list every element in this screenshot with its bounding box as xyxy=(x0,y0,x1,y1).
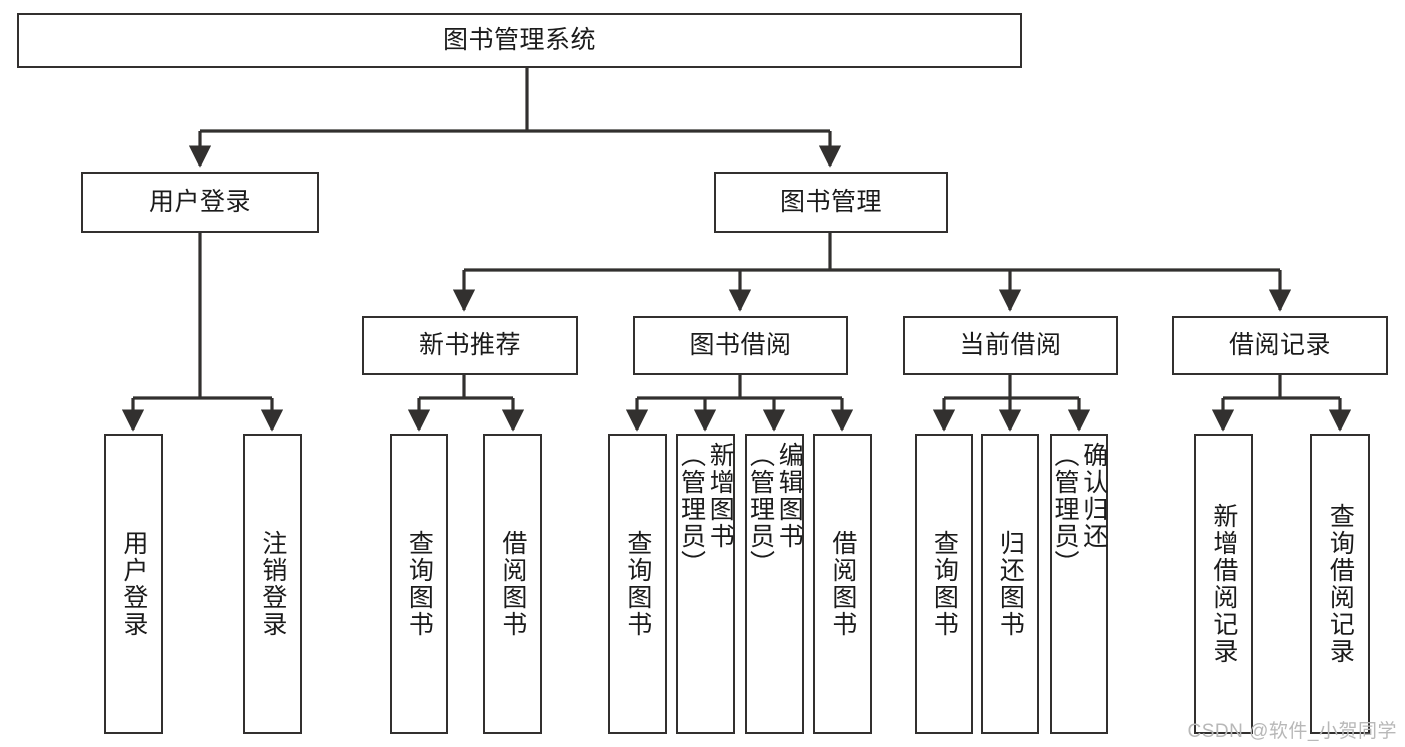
leaf-current-borrow-3-label: 确认归还 （管理员） xyxy=(1051,442,1108,577)
node-book-borrow-label: 图书借阅 xyxy=(689,331,792,359)
node-book-management-label: 图书管理 xyxy=(779,188,882,216)
leaf-current-borrow-1-label: 查询图书 xyxy=(930,530,959,638)
node-current-borrow-label: 当前借阅 xyxy=(959,331,1062,359)
node-current-borrow[interactable]: 当前借阅 xyxy=(903,316,1118,375)
leaf-book-borrow-3[interactable]: 编辑图书 （管理员） xyxy=(745,434,804,734)
node-user-login[interactable]: 用户登录 xyxy=(81,172,319,233)
leaf-new-book-1[interactable]: 查询图书 xyxy=(390,434,448,734)
leaf-borrow-record-2[interactable]: 查询借阅记录 xyxy=(1310,434,1370,734)
node-new-book-recommend-label: 新书推荐 xyxy=(418,331,521,359)
leaf-book-borrow-3-label: 编辑图书 （管理员） xyxy=(746,442,804,577)
leaf-book-borrow-4-label: 借阅图书 xyxy=(828,530,857,638)
node-root[interactable]: 图书管理系统 xyxy=(17,13,1022,68)
leaf-new-book-1-label: 查询图书 xyxy=(405,530,434,638)
leaf-user-login-2[interactable]: 注销登录 xyxy=(243,434,302,734)
leaf-book-borrow-1[interactable]: 查询图书 xyxy=(608,434,667,734)
leaf-user-login-1-label: 用户登录 xyxy=(119,530,148,638)
leaf-user-login-2-label: 注销登录 xyxy=(258,530,287,638)
node-borrow-record[interactable]: 借阅记录 xyxy=(1172,316,1388,375)
node-book-management[interactable]: 图书管理 xyxy=(714,172,948,233)
leaf-book-borrow-2[interactable]: 新增图书 （管理员） xyxy=(676,434,735,734)
node-root-label: 图书管理系统 xyxy=(442,26,596,54)
leaf-user-login-1[interactable]: 用户登录 xyxy=(104,434,163,734)
leaf-borrow-record-1[interactable]: 新增借阅记录 xyxy=(1194,434,1253,734)
leaf-borrow-record-1-label: 新增借阅记录 xyxy=(1209,503,1238,665)
leaf-borrow-record-2-label: 查询借阅记录 xyxy=(1326,503,1355,665)
leaf-book-borrow-4[interactable]: 借阅图书 xyxy=(813,434,872,734)
leaf-current-borrow-1[interactable]: 查询图书 xyxy=(915,434,973,734)
leaf-new-book-2-label: 借阅图书 xyxy=(498,530,527,638)
node-new-book-recommend[interactable]: 新书推荐 xyxy=(362,316,578,375)
leaf-current-borrow-2[interactable]: 归还图书 xyxy=(981,434,1039,734)
leaf-book-borrow-2-label: 新增图书 （管理员） xyxy=(677,442,735,577)
leaf-new-book-2[interactable]: 借阅图书 xyxy=(483,434,542,734)
watermark: CSDN @软件_小贺同学 xyxy=(1187,721,1397,742)
node-book-borrow[interactable]: 图书借阅 xyxy=(633,316,848,375)
leaf-current-borrow-3[interactable]: 确认归还 （管理员） xyxy=(1050,434,1108,734)
leaf-current-borrow-2-label: 归还图书 xyxy=(996,530,1025,638)
node-user-login-label: 用户登录 xyxy=(148,188,251,216)
leaf-book-borrow-1-label: 查询图书 xyxy=(623,530,652,638)
node-borrow-record-label: 借阅记录 xyxy=(1228,331,1331,359)
